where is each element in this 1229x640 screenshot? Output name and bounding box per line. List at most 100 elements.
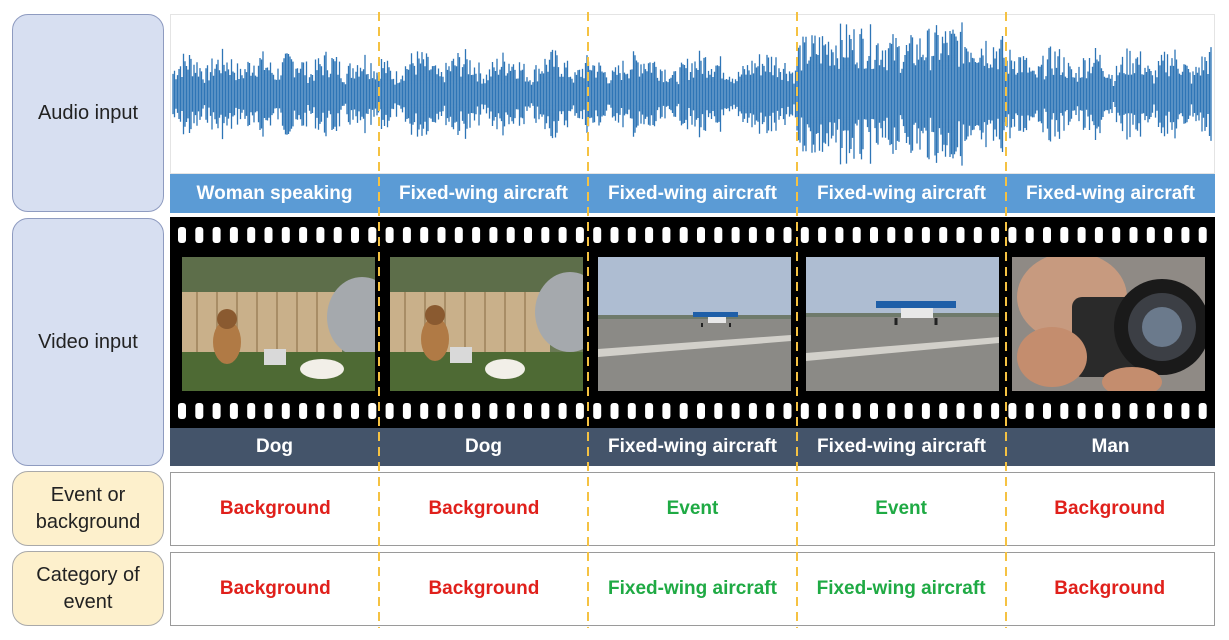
audio-waveform <box>172 22 1212 166</box>
sprocket-hole <box>558 403 567 419</box>
sprocket-hole <box>264 227 273 243</box>
sprocket-hole <box>454 227 463 243</box>
sprocket-hole <box>835 227 844 243</box>
sprocket-hole <box>489 227 498 243</box>
row-label-audio: Audio input <box>12 14 164 212</box>
sprocket-hole <box>454 403 463 419</box>
sprocket-hole <box>991 227 1000 243</box>
event-result-cell: Background <box>1054 498 1166 519</box>
sprocket-hole <box>956 227 965 243</box>
video-label-bar: Dog Dog Fixed-wing aircraft Fixed-wing a… <box>170 428 1215 466</box>
audio-label-segment: Fixed-wing aircraft <box>608 182 777 204</box>
sprocket-hole <box>1198 227 1207 243</box>
sprocket-hole <box>1198 403 1207 419</box>
event-result-cell: Background <box>428 498 540 519</box>
sprocket-hole <box>281 227 290 243</box>
sprocket-hole <box>610 227 619 243</box>
sprocket-hole <box>212 403 221 419</box>
video-frame-dog <box>182 257 375 391</box>
sprocket-hole <box>904 403 913 419</box>
sprocket-hole <box>402 403 411 419</box>
sprocket-hole <box>1146 403 1155 419</box>
sprocket-hole <box>333 227 342 243</box>
category-result-cell: Background <box>1054 578 1166 599</box>
sprocket-hole <box>351 403 359 419</box>
sprocket-hole <box>956 403 965 419</box>
sprocket-hole <box>800 403 809 419</box>
sprocket-hole <box>697 227 705 243</box>
waveform-trace <box>172 22 1212 166</box>
sprocket-hole <box>420 227 429 243</box>
sprocket-hole <box>1043 227 1051 243</box>
sprocket-hole <box>1129 227 1138 243</box>
sprocket-hole <box>1060 227 1069 243</box>
sprocket-hole <box>1112 403 1121 419</box>
sprocket-hole <box>939 403 948 419</box>
film-sprocket-holes <box>178 227 1207 419</box>
sprocket-hole <box>281 403 290 419</box>
sprocket-hole <box>818 227 827 243</box>
sprocket-hole <box>524 227 532 243</box>
video-frame-man <box>1012 257 1205 391</box>
sprocket-hole <box>385 227 394 243</box>
sprocket-hole <box>904 227 913 243</box>
sprocket-hole <box>783 227 792 243</box>
row-label-event-text: Event or background <box>35 483 141 533</box>
sprocket-hole <box>1077 227 1086 243</box>
sprocket-hole <box>178 227 186 243</box>
sprocket-hole <box>714 227 723 243</box>
sprocket-hole <box>1146 227 1155 243</box>
sprocket-hole <box>627 227 636 243</box>
sprocket-hole <box>506 227 515 243</box>
video-label-segment: Fixed-wing aircraft <box>817 436 986 457</box>
sprocket-hole <box>1025 227 1034 243</box>
video-label-segment: Dog <box>465 436 502 457</box>
sprocket-hole <box>264 403 273 419</box>
sprocket-hole <box>489 403 498 419</box>
sprocket-hole <box>1094 403 1103 419</box>
sprocket-hole <box>887 227 896 243</box>
sprocket-hole <box>472 403 481 419</box>
aircraft-scene-image <box>806 257 999 391</box>
event-result-cell: Event <box>666 498 719 519</box>
sprocket-hole <box>368 227 377 243</box>
sprocket-hole <box>610 403 619 419</box>
sprocket-hole <box>247 403 256 419</box>
sprocket-hole <box>939 227 948 243</box>
category-result-cell: Background <box>219 578 331 599</box>
sprocket-hole <box>558 227 567 243</box>
sprocket-hole <box>645 227 654 243</box>
row-label-video: Video input <box>12 218 164 466</box>
sprocket-hole <box>870 227 878 243</box>
sprocket-hole <box>783 403 792 419</box>
sprocket-hole <box>714 403 723 419</box>
sprocket-hole <box>316 403 325 419</box>
sprocket-hole <box>420 403 429 419</box>
sprocket-hole <box>575 227 584 243</box>
sprocket-hole <box>593 403 602 419</box>
sprocket-hole <box>385 403 394 419</box>
sprocket-hole <box>852 403 861 419</box>
sprocket-hole <box>593 227 602 243</box>
sprocket-hole <box>921 227 930 243</box>
sprocket-hole <box>921 403 930 419</box>
sprocket-hole <box>1164 227 1173 243</box>
aircraft-scene-image <box>598 257 791 391</box>
sprocket-hole <box>506 403 515 419</box>
sprocket-hole <box>1164 403 1173 419</box>
sprocket-hole <box>627 403 636 419</box>
sprocket-hole <box>229 227 238 243</box>
sprocket-hole <box>766 403 775 419</box>
category-result-cell: Background <box>428 578 540 599</box>
sprocket-hole <box>870 403 878 419</box>
sprocket-hole <box>697 403 705 419</box>
sprocket-hole <box>887 403 896 419</box>
sprocket-hole <box>731 403 740 419</box>
sprocket-hole <box>229 403 238 419</box>
audio-label-segment: Fixed-wing aircraft <box>817 182 986 204</box>
row-label-category: Category of event <box>12 551 164 626</box>
video-frame-dog <box>390 257 583 391</box>
video-label-segment: Fixed-wing aircraft <box>608 436 777 457</box>
man-with-camera-scene-image <box>1012 257 1205 391</box>
sprocket-hole <box>351 227 359 243</box>
